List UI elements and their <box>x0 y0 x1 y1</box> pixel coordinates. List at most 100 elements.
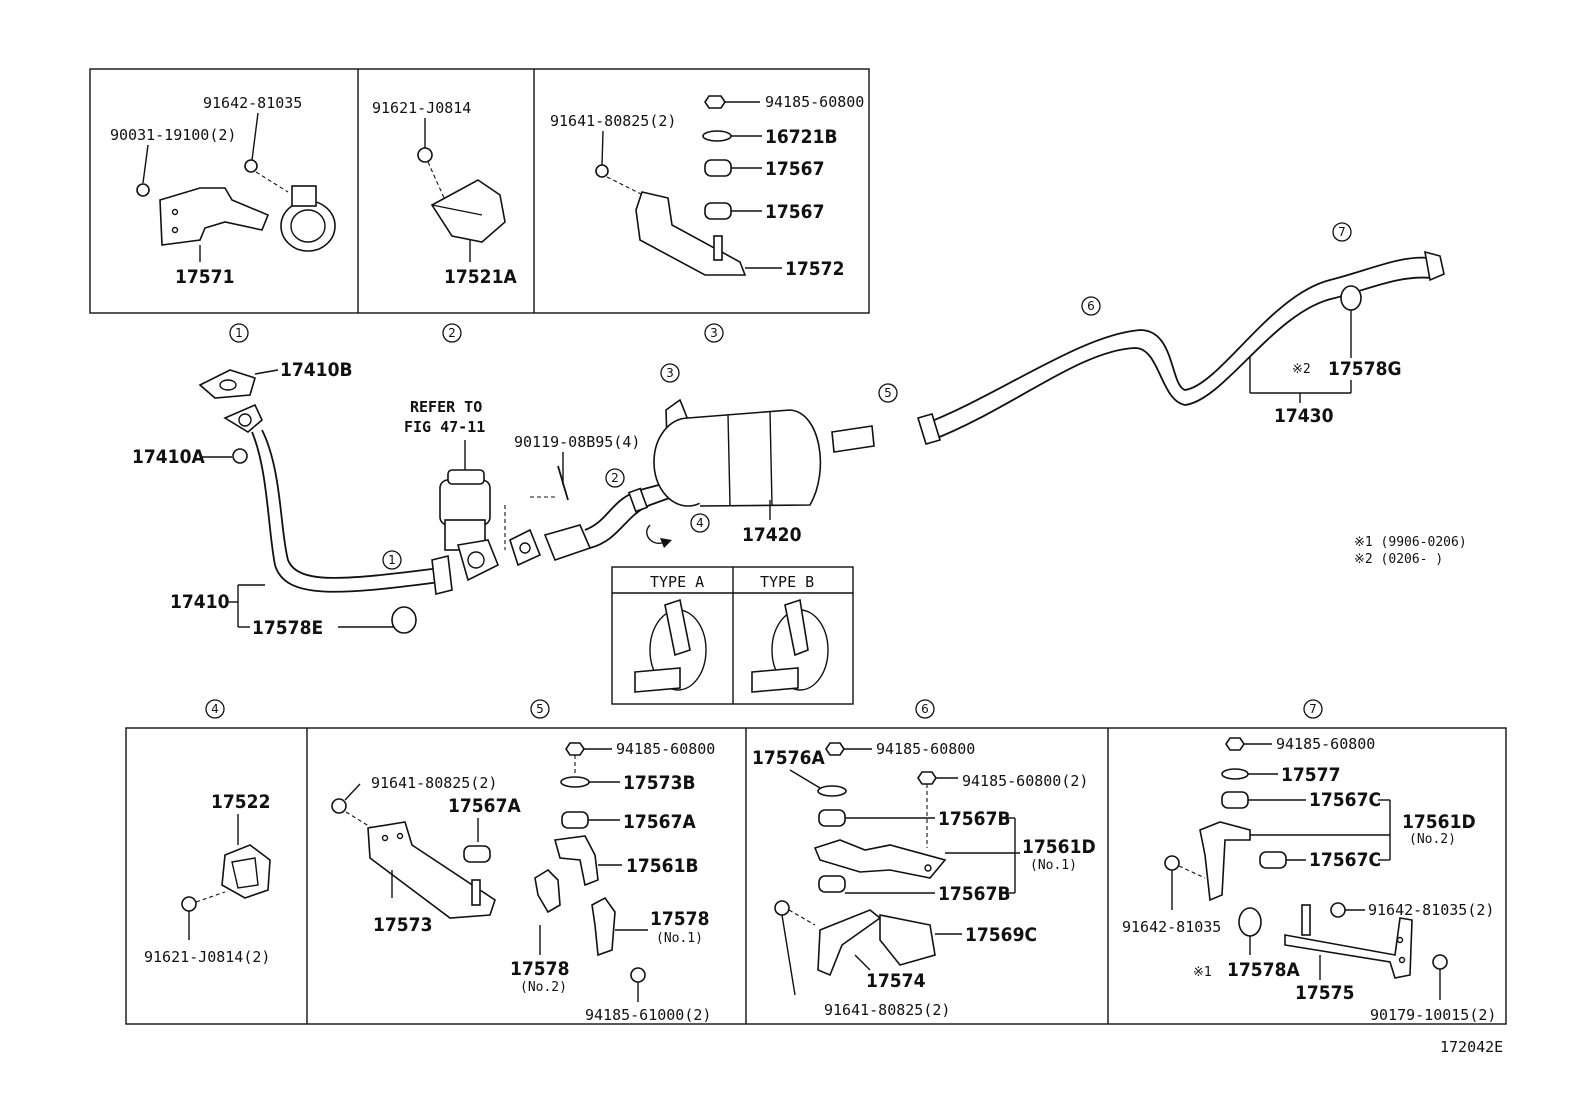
label-91641-80825: 91641-80825(2) <box>824 1001 950 1019</box>
mount-17522-part <box>221 844 271 899</box>
label-17567A-b: 17567A <box>623 811 696 833</box>
callout-4: 4 <box>211 702 219 716</box>
nut-icon <box>917 771 937 785</box>
label-no2: (No.2) <box>520 980 567 995</box>
bolt-icon <box>136 183 150 197</box>
bracket-17573-part <box>367 821 496 919</box>
label-17410B: 17410B <box>280 359 353 381</box>
bolt-icon <box>417 147 433 163</box>
cushion-icon <box>818 875 846 893</box>
label-17571: 17571 <box>175 266 234 288</box>
label-17521A: 17521A <box>444 266 517 288</box>
bracket-17561B-part <box>553 835 599 887</box>
bracket-17561D-no1-part <box>813 839 947 879</box>
callout-7-main: 7 <box>1338 225 1346 239</box>
washer-icon <box>560 776 590 788</box>
gasket-17410B-part <box>198 369 256 399</box>
bottom-callouts: 4 5 6 7 <box>205 699 1323 719</box>
detail-box-5: 94185-60800 17573B 17567A 91641-80825(2)… <box>331 740 715 1024</box>
arrow-icon <box>660 538 672 548</box>
nut-icon <box>825 742 845 756</box>
top-detail-frame <box>89 68 870 314</box>
clamp-icon <box>391 606 417 634</box>
label-90179-10015: 90179-10015(2) <box>1370 1006 1496 1024</box>
bracket-17561D-no2-part <box>1199 821 1251 902</box>
detail-box-2: 91621-J0814 17521A <box>372 99 517 288</box>
label-17569C: 17569C <box>965 924 1037 946</box>
bracket-17574-part <box>817 909 882 977</box>
detail-box-4: 17522 91621-J0814(2) <box>144 791 271 966</box>
bolt-icon <box>331 798 347 814</box>
flex-joint-part <box>543 524 592 562</box>
label-17567C-b: 17567C <box>1309 849 1381 871</box>
cushion-icon <box>818 809 846 827</box>
callout-5: 5 <box>536 702 544 716</box>
type-detail-box: TYPE A TYPE B <box>611 566 854 705</box>
label-16721B: 16721B <box>765 126 838 148</box>
cushion-icon <box>704 202 732 220</box>
label-17575: 17575 <box>1295 982 1354 1004</box>
label-17522: 17522 <box>211 791 270 813</box>
bolt-icon <box>181 896 197 912</box>
detail-box-3: 91641-80825(2) 94185-60800 16721B 17567 … <box>550 93 864 280</box>
label-17410: 17410 <box>170 591 230 613</box>
label-no2: (No.2) <box>1409 832 1456 847</box>
washer-icon <box>1221 768 1249 780</box>
nut-icon <box>565 742 585 756</box>
callout-4-main: 4 <box>696 516 704 530</box>
note-mark-2: ※2 <box>1292 362 1311 377</box>
callout-5-main: 5 <box>884 386 892 400</box>
callout-1-main: 1 <box>388 553 396 567</box>
label-17577: 17577 <box>1281 764 1340 786</box>
nut-icon <box>1432 954 1448 970</box>
cushion-icon <box>1259 851 1287 869</box>
front-pipe-17410 <box>251 431 441 593</box>
label-94185-60800: 94185-60800 <box>765 93 864 111</box>
label-94185-60800: 94185-60800 <box>616 740 715 758</box>
clamp-icon <box>1340 285 1362 311</box>
label-17578A: 17578A <box>1227 959 1300 981</box>
label-no1: (No.1) <box>1030 858 1077 873</box>
detail-box-1: 91642-81035 90031-19100(2) 17571 <box>110 94 336 288</box>
label-17578G: 17578G <box>1328 358 1402 380</box>
callout-2: 2 <box>448 326 456 340</box>
label-91621-J0814: 91621-J0814 <box>372 99 471 117</box>
clamp-icon <box>280 200 336 252</box>
bracket-17569C-part <box>879 914 936 966</box>
nut-icon <box>704 95 726 109</box>
label-91642-81035: 91642-81035 <box>1122 918 1221 936</box>
bracket-17571-part <box>159 187 270 246</box>
refer-line-2: FIG 47-11 <box>404 418 485 436</box>
label-17430: 17430 <box>1274 405 1334 427</box>
bracket-17521A-part <box>430 179 506 243</box>
label-91642-81035-2: 91642-81035(2) <box>1368 901 1494 919</box>
label-17567B-a: 17567B <box>938 808 1011 830</box>
label-17567-a: 17567 <box>765 158 824 180</box>
label-90031-19100: 90031-19100(2) <box>110 126 236 144</box>
label-91642-81035: 91642-81035 <box>203 94 302 112</box>
label-17578-no2: 17578 <box>510 958 569 980</box>
label-94185-61000: 94185-61000(2) <box>585 1006 711 1024</box>
label-17572: 17572 <box>785 258 844 280</box>
bolt-icon <box>1164 855 1180 871</box>
detail-box-6: 17576A 94185-60800 94185-60800(2) 17567B… <box>752 740 1096 1019</box>
cushion-icon <box>463 845 491 863</box>
bracket-17578-no2-part <box>534 868 561 914</box>
label-17578-no1: 17578 <box>650 908 709 930</box>
bolt-icon <box>774 900 790 916</box>
label-90119-08B95: 90119-08B95(4) <box>514 433 640 451</box>
label-17567B-b: 17567B <box>938 883 1011 905</box>
label-17573: 17573 <box>373 914 432 936</box>
bolt-icon <box>1330 902 1346 918</box>
figure-reference: 172042E <box>1440 1038 1503 1056</box>
bolt-icon <box>244 159 258 173</box>
callout-3: 3 <box>710 326 718 340</box>
label-17567A-a: 17567A <box>448 795 521 817</box>
refer-line-1: REFER TO <box>410 398 482 416</box>
bracket-17578-no1-part <box>591 896 616 957</box>
washer-icon <box>817 785 847 797</box>
label-17410A: 17410A <box>132 446 205 468</box>
main-assembly: 17410B 17410A 1 17410 17578E REFER TO FI… <box>132 222 1467 705</box>
nut-icon <box>1225 737 1245 751</box>
